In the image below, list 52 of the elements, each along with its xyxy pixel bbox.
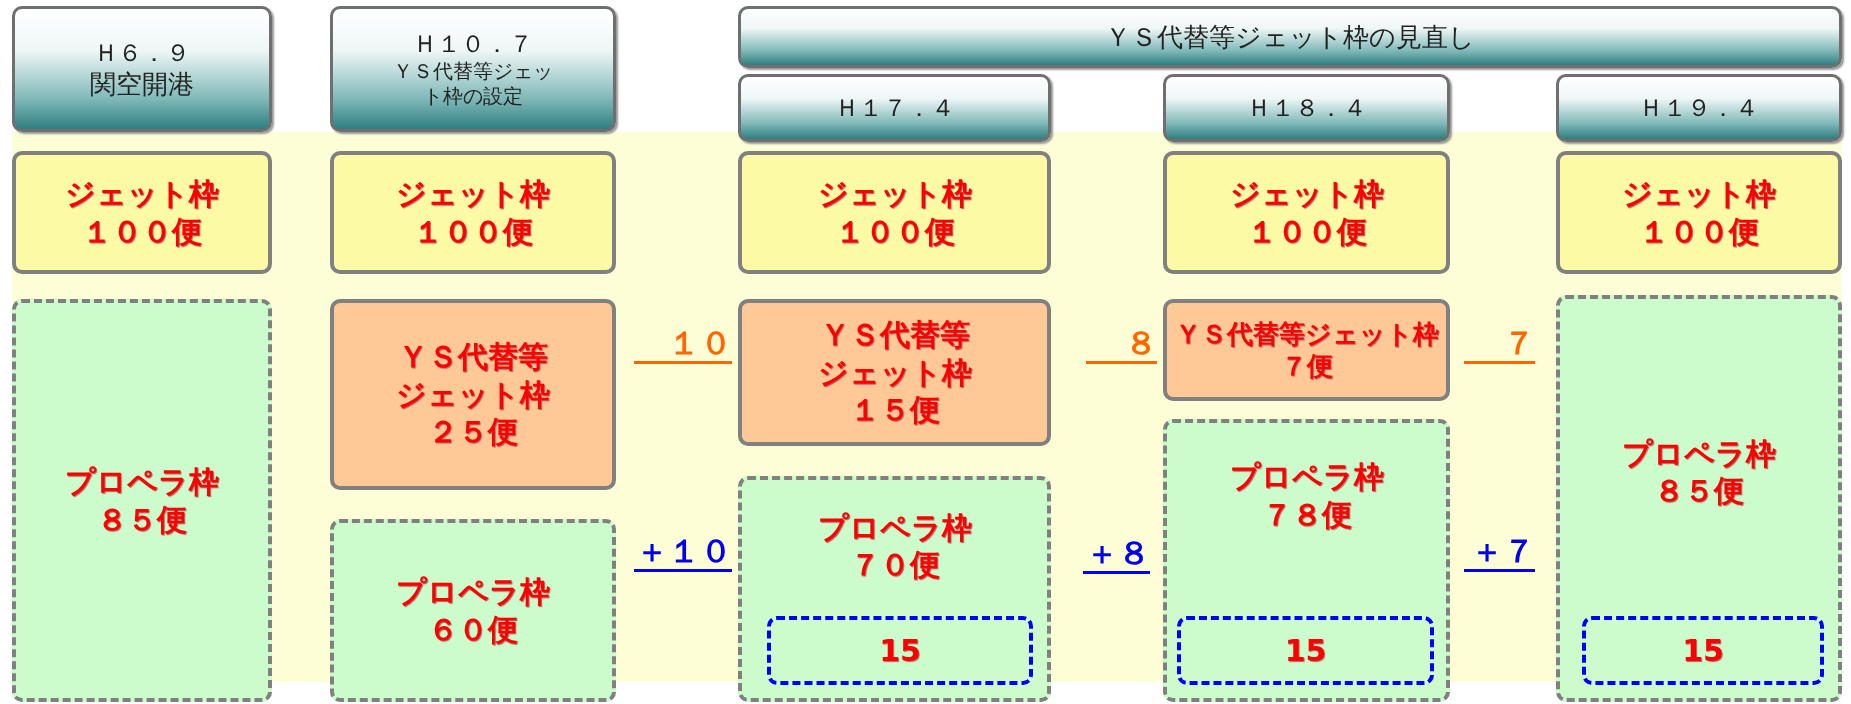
header-text: Ｈ１０．７ xyxy=(413,29,533,59)
slot-count-text: 15 xyxy=(1284,631,1327,670)
propeller-slot-box xyxy=(12,299,272,702)
slot-text: ジェット枠１００便 xyxy=(395,175,551,250)
slot-text: プロペラ枠８５便 xyxy=(1621,434,1777,510)
slot-text: ＹＳ代替等ジェット枠７便 xyxy=(1173,317,1440,383)
period-header xyxy=(330,6,616,132)
ys-slot-box xyxy=(330,299,616,490)
jet-slot-box xyxy=(12,151,272,274)
propeller-slot-box xyxy=(738,476,1051,702)
header-text: Ｈ１９．４ xyxy=(1639,93,1759,123)
jet-slot-box xyxy=(738,151,1051,274)
header-text: Ｈ１７．４ xyxy=(834,93,955,123)
slot-count-text: 15 xyxy=(1682,631,1724,670)
slot-text: ＹＳ代替等ジェット枠１５便 xyxy=(817,316,972,429)
period-header xyxy=(1556,74,1842,142)
change-amount-label: ８ xyxy=(1086,327,1157,364)
period-header xyxy=(12,6,272,132)
jet-slot-box xyxy=(1163,151,1450,274)
slot-count-text: 15 xyxy=(879,631,921,670)
slot-text: ジェット枠１００便 xyxy=(817,175,972,250)
header-text: 関空開港 xyxy=(90,67,194,101)
crj-slot-box xyxy=(1582,616,1824,685)
jet-slot-box xyxy=(330,151,616,274)
ys-slot-box xyxy=(738,299,1051,446)
change-amount-label: ＋１０ xyxy=(634,535,732,572)
change-amount-label: ＋７ xyxy=(1464,535,1535,572)
header-text: Ｈ６．９ xyxy=(94,37,190,68)
crj-slot-box xyxy=(1177,616,1434,685)
slot-text: プロペラ枠７８便 xyxy=(1229,458,1384,533)
propeller-slot-box xyxy=(1163,419,1450,702)
header-text: ＹＳ代替等ジェット枠の設定 xyxy=(392,59,554,109)
propeller-slot-box xyxy=(330,519,616,702)
slot-text: プロペラ枠６０便 xyxy=(395,573,551,648)
change-amount-label: ７ xyxy=(1464,327,1535,364)
slot-text: プロペラ枠７０便 xyxy=(817,508,972,584)
banner xyxy=(738,6,1842,68)
change-amount-label: １０ xyxy=(634,327,732,364)
header-text: ＹＳ代替等ジェット枠の見直し xyxy=(1105,20,1475,54)
slot-text: ＹＳ代替等ジェット枠２５便 xyxy=(395,338,551,451)
period-header xyxy=(738,74,1051,142)
slot-text: プロペラ枠８５便 xyxy=(64,463,220,538)
period-header xyxy=(1163,74,1450,142)
header-text: Ｈ１８．４ xyxy=(1246,93,1367,123)
ys-slot-box xyxy=(1163,299,1450,401)
slot-text: ジェット枠１００便 xyxy=(1621,175,1777,250)
change-amount-label: ＋８ xyxy=(1083,537,1150,574)
crj-slot-box xyxy=(767,616,1033,685)
propeller-slot-box xyxy=(1556,295,1842,702)
slot-text: ジェット枠１００便 xyxy=(64,175,220,250)
slot-text: ジェット枠１００便 xyxy=(1229,175,1384,250)
jet-slot-box xyxy=(1556,151,1842,274)
